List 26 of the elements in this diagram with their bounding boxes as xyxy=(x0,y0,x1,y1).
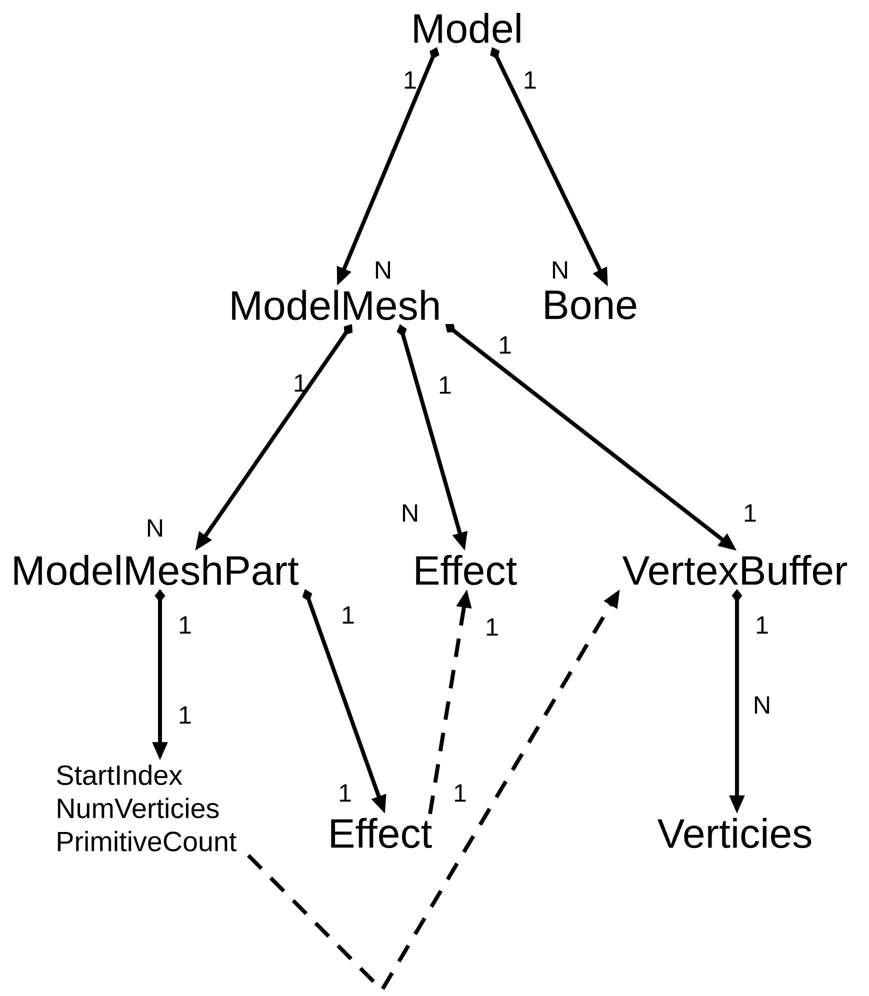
multiplicity-label: 1 xyxy=(342,606,354,624)
entity-label: Bone xyxy=(545,290,636,320)
multiplicity-label: 1 xyxy=(486,618,498,636)
entity-label: ModelMeshPart xyxy=(14,554,299,586)
multiplicity-label: N xyxy=(376,261,390,279)
multiplicity-label: 1 xyxy=(524,71,536,89)
multiplicity-label: 1 xyxy=(440,376,451,394)
multiplicity-label: N xyxy=(402,504,418,522)
multiplicity-label: 1 xyxy=(744,504,756,522)
multiplicity-label: N xyxy=(552,261,568,279)
entity-label: Verticies xyxy=(657,818,812,848)
entity-label: ModelMesh xyxy=(232,290,439,320)
multiplicity-label: N xyxy=(148,519,162,537)
field-list: StartIndex NumVerticies PrimitiveCount xyxy=(56,764,236,852)
entity-label: VertexBuffer xyxy=(622,554,848,586)
multiplicity-label: 1 xyxy=(180,706,191,724)
multiplicity-label: 1 xyxy=(756,616,768,634)
entity-label: Model xyxy=(414,12,520,44)
multiplicity-label: 1 xyxy=(404,71,416,89)
entity-label: Effect xyxy=(331,818,432,848)
multiplicity-label: N xyxy=(754,696,770,714)
multiplicity-label: 1 xyxy=(500,336,511,354)
multiplicity-label: 1 xyxy=(454,784,466,802)
multiplicity-label: 1 xyxy=(340,784,351,802)
entity-label: Effect xyxy=(416,554,517,586)
multiplicity-label: 1 xyxy=(180,616,191,634)
